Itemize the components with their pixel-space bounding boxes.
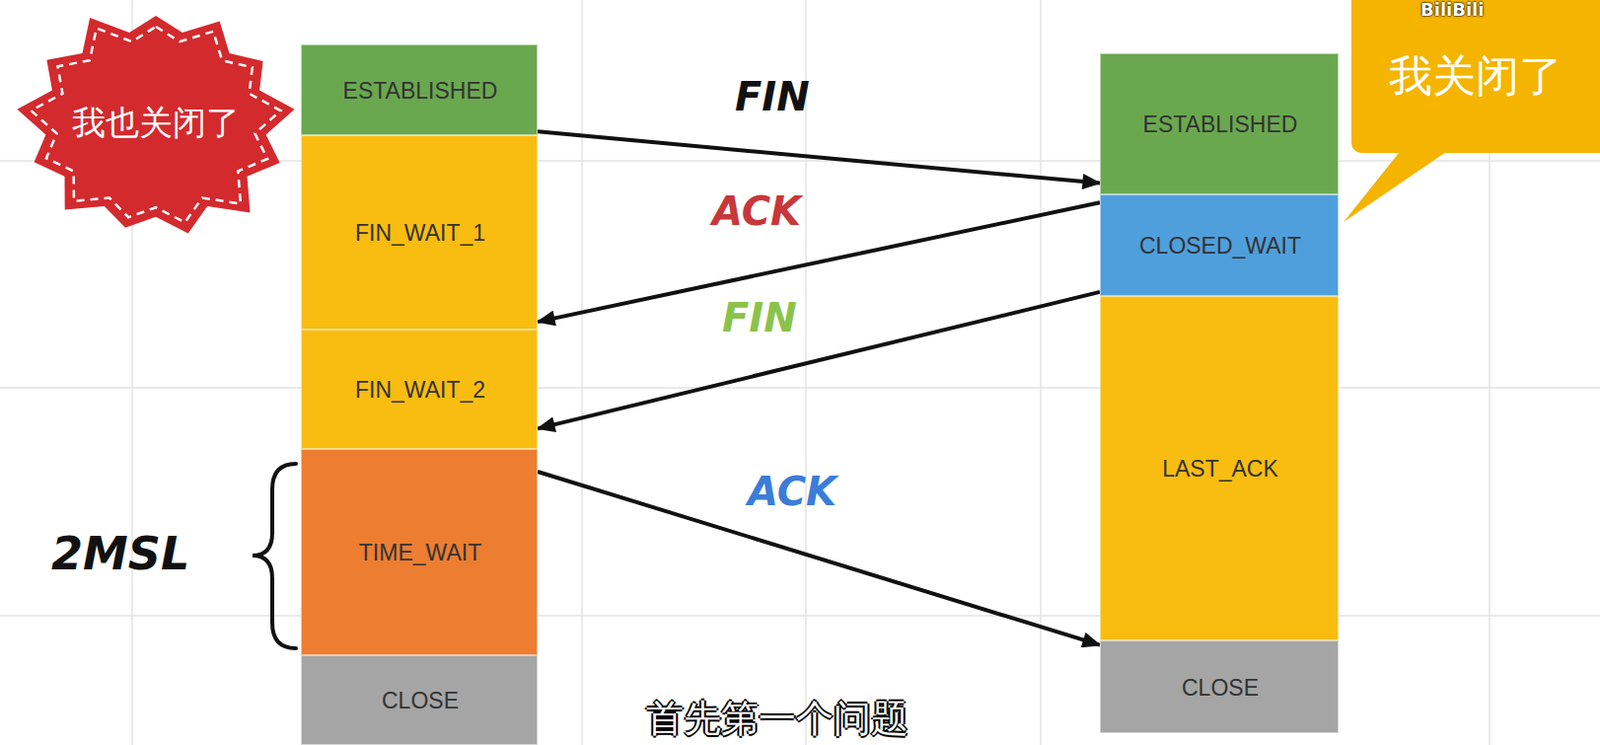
starburst-dash (31, 26, 282, 222)
segment-label: ACK (747, 469, 837, 513)
state-name: LAST_ACK (1162, 455, 1279, 482)
starburst-shape (16, 15, 294, 234)
state-name: CLOSE (381, 687, 459, 714)
state-box: CLOSED_WAIT (1099, 194, 1339, 296)
subtitle: 首先第一个问题 (646, 698, 909, 740)
starburst-callout: 我也关闭了 (11, 1, 300, 245)
text-area: 我也关闭了 (11, 1, 300, 245)
callout-text: 我关闭了 (1388, 51, 1563, 102)
text-area: FIN_WAIT_2 (301, 330, 539, 450)
message-arrow (537, 202, 1100, 322)
bubble-tail (1343, 147, 1453, 222)
state-name: FIN_WAIT_1 (355, 219, 486, 246)
segment-label: FIN (734, 74, 810, 119)
segment-label: ACK (712, 189, 801, 233)
state-box: TIME_WAIT (300, 448, 538, 655)
message-arrow (537, 291, 1100, 430)
state-name: FIN_WAIT_2 (355, 376, 486, 403)
text-area: TIME_WAIT (301, 449, 539, 656)
watermark: BiliBili (1420, 0, 1484, 20)
state-box: CLOSE (1099, 640, 1339, 733)
state-name: ESTABLISHED (343, 77, 499, 104)
text-area: ESTABLISHED (301, 45, 539, 137)
state-box: ESTABLISHED (1099, 53, 1339, 195)
state-name: ESTABLISHED (1143, 111, 1299, 138)
curly-brace (252, 463, 296, 649)
bubble-body (1351, 0, 1600, 153)
state-box: FIN_WAIT_2 (300, 329, 538, 449)
state-name: CLOSED_WAIT (1139, 232, 1302, 259)
grid-line (0, 386, 1600, 389)
state-box: CLOSE (300, 654, 538, 745)
speech-bubble: 我关闭了 (1333, 0, 1600, 229)
text-area: CLOSE (301, 655, 539, 745)
state-box: FIN_WAIT_1 (300, 135, 538, 330)
text-area: ESTABLISHED (1100, 54, 1340, 196)
grid-line (1039, 0, 1042, 745)
segment-label: FIN (722, 295, 798, 340)
state-box: LAST_ACK (1099, 295, 1339, 641)
speech-bubble-outline (1333, 0, 1600, 229)
callout-text: 我也关闭了 (72, 103, 240, 143)
text-area: CLOSED_WAIT (1100, 195, 1340, 297)
duration-label: 2MSL (51, 528, 190, 580)
text-area: CLOSE (1100, 641, 1340, 734)
grid-line (581, 0, 583, 745)
state-name: TIME_WAIT (359, 539, 482, 566)
state-box: ESTABLISHED (300, 44, 538, 136)
message-arrow (537, 131, 1100, 183)
text-area: 我关闭了 (1351, 0, 1600, 153)
text-area: FIN_WAIT_1 (301, 136, 539, 331)
text-area: LAST_ACK (1100, 296, 1340, 642)
state-name: CLOSE (1181, 674, 1259, 701)
grid-line (0, 614, 1600, 617)
